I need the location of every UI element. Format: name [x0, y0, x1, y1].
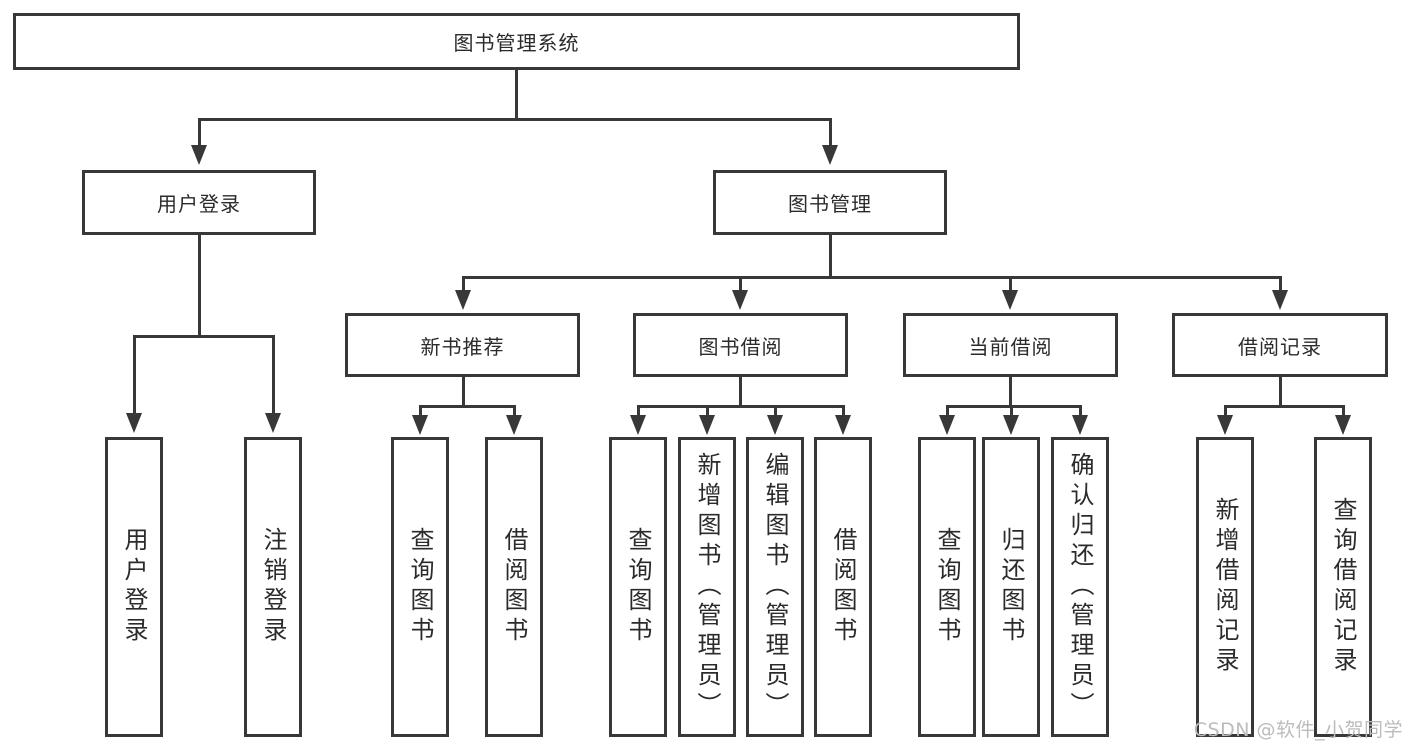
arrow-down-icon	[767, 415, 783, 435]
leaf-records-add-record: 新增借阅记录	[1196, 437, 1254, 737]
leaf-current-query-book: 查询图书	[918, 437, 976, 737]
connector-line	[1224, 405, 1227, 415]
leaf-borrow-borrow-book: 借阅图书	[814, 437, 872, 737]
arrow-down-icon	[835, 415, 851, 435]
connector-line	[198, 235, 201, 335]
node-user-login: 用户登录	[82, 170, 316, 235]
arrow-down-icon	[699, 415, 715, 435]
node-book-management: 图书管理	[713, 170, 947, 235]
connector-line	[462, 276, 465, 290]
leaf-newbook-query-book: 查询图书	[391, 437, 449, 737]
connector-line	[829, 235, 832, 276]
arrow-down-icon	[1002, 290, 1018, 310]
arrow-down-icon	[265, 413, 281, 433]
leaf-records-query-record: 查询借阅记录	[1314, 437, 1372, 737]
connector-line	[637, 405, 845, 408]
connector-line	[1342, 405, 1345, 415]
node-book-borrow: 图书借阅	[633, 313, 848, 377]
node-borrow-records: 借阅记录	[1172, 313, 1388, 377]
connector-line	[1009, 377, 1012, 405]
connector-line	[637, 405, 640, 415]
connector-line	[513, 405, 516, 415]
leaf-newbook-borrow-book: 借阅图书	[485, 437, 543, 737]
arrow-down-icon	[191, 145, 207, 165]
arrow-down-icon	[1272, 290, 1288, 310]
arrow-down-icon	[939, 415, 955, 435]
connector-line	[842, 405, 845, 415]
node-new-book-recommend: 新书推荐	[345, 313, 580, 377]
connector-line	[462, 276, 1282, 279]
connector-line	[1010, 405, 1013, 415]
connector-line	[829, 118, 832, 145]
connector-line	[946, 405, 949, 415]
connector-line	[1279, 377, 1282, 405]
arrow-down-icon	[412, 415, 428, 435]
connector-line	[1079, 405, 1082, 415]
connector-line	[1009, 276, 1012, 290]
arrow-down-icon	[1072, 415, 1088, 435]
arrow-down-icon	[126, 413, 142, 433]
connector-line	[946, 405, 1081, 408]
connector-line	[1279, 276, 1282, 290]
leaf-borrow-add-book-admin: 新增图书（管理员）	[678, 437, 736, 737]
connector-line	[198, 118, 201, 145]
leaf-logout: 注销登录	[244, 437, 302, 737]
arrow-down-icon	[822, 145, 838, 165]
leaf-current-confirm-return-admin: 确认归还（管理员）	[1051, 437, 1109, 737]
connector-line	[419, 405, 422, 415]
connector-line	[774, 405, 777, 415]
connector-line	[515, 70, 518, 118]
connector-line	[706, 405, 709, 415]
arrow-down-icon	[1217, 415, 1233, 435]
connector-line	[739, 276, 742, 290]
connector-line	[198, 118, 832, 121]
arrow-down-icon	[1335, 415, 1351, 435]
connector-line	[133, 335, 274, 338]
arrow-down-icon	[1003, 415, 1019, 435]
connector-line	[1224, 405, 1344, 408]
connector-line	[419, 405, 515, 408]
leaf-user-login: 用户登录	[105, 437, 163, 737]
connector-line	[462, 377, 465, 405]
arrow-down-icon	[506, 415, 522, 435]
arrow-down-icon	[732, 290, 748, 310]
connector-line	[133, 335, 136, 413]
leaf-borrow-query-book: 查询图书	[609, 437, 667, 737]
node-current-borrow: 当前借阅	[903, 313, 1118, 377]
leaf-borrow-edit-book-admin: 编辑图书（管理员）	[746, 437, 804, 737]
arrow-down-icon	[630, 415, 646, 435]
connector-line	[272, 335, 275, 413]
arrow-down-icon	[455, 290, 471, 310]
leaf-current-return-book: 归还图书	[982, 437, 1040, 737]
connector-line	[739, 377, 742, 405]
node-root-system: 图书管理系统	[13, 13, 1020, 70]
csdn-watermark: CSDN @软件_小贺同学	[1193, 719, 1403, 741]
